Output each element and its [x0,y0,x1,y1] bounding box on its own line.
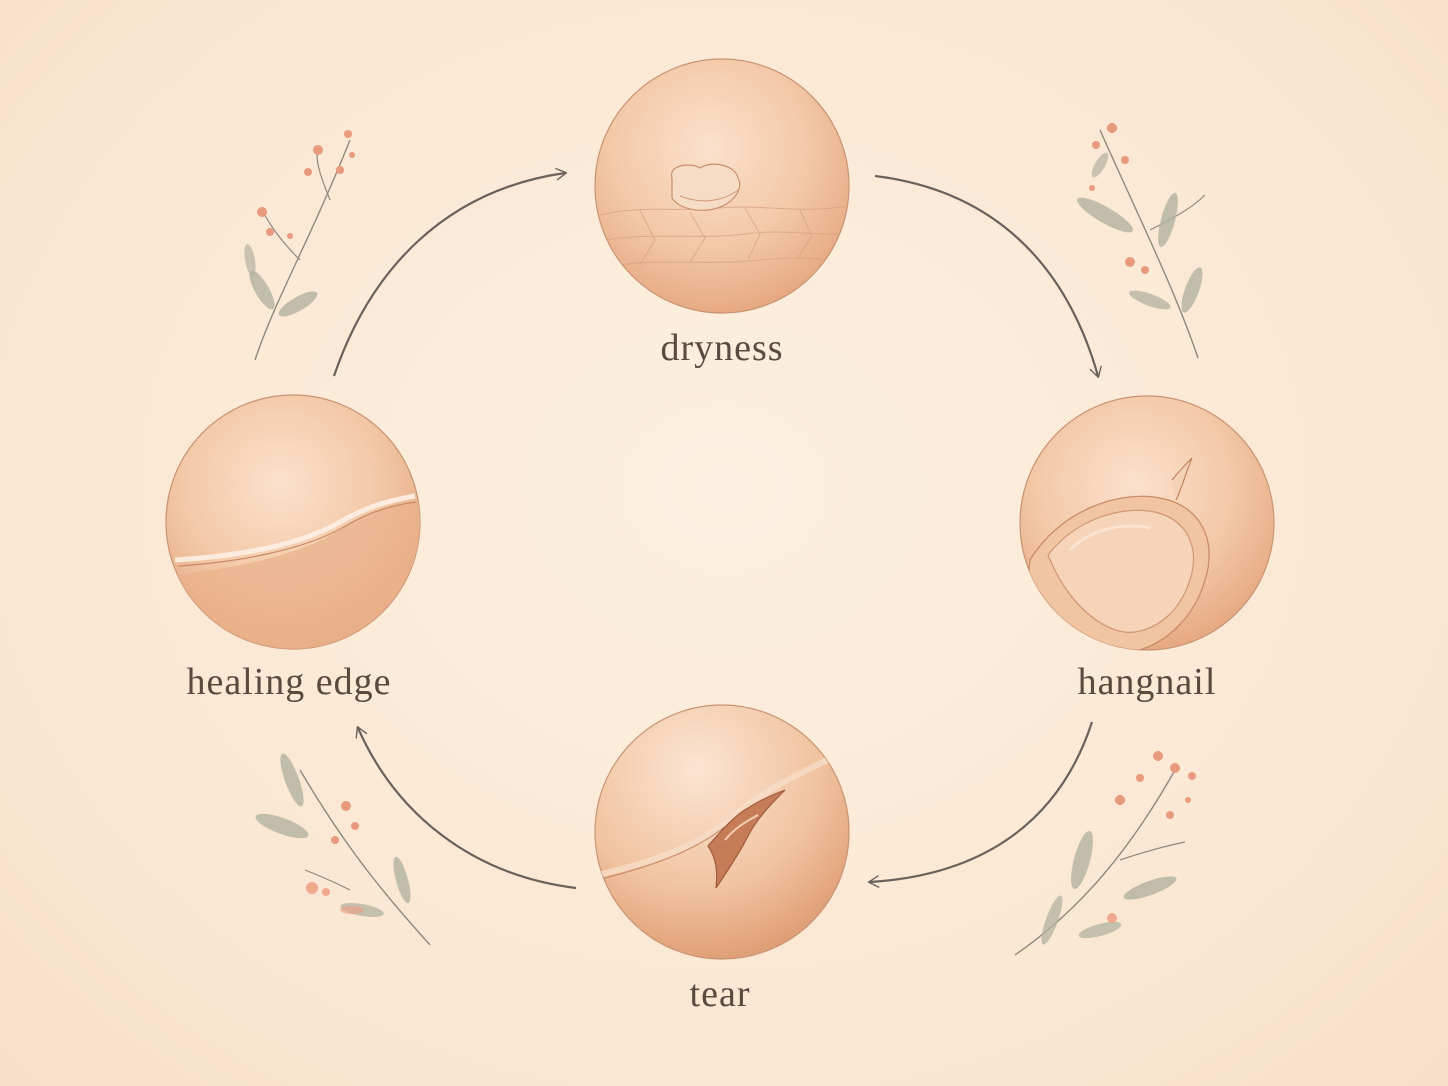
healing-edge-icon [177,501,417,567]
hangnail-icon [1171,457,1193,501]
healing-edge-illustration [165,394,421,650]
dryness-illustration [594,58,850,314]
arrow-tear-to-healing [355,726,577,890]
tear-illustration [594,704,850,960]
arrow-healing-to-dryness [332,167,568,377]
flower-sprig-bottom-right-icon [1014,751,1196,956]
flower-sprig-bottom-left-icon [255,753,431,946]
stage-label-hangnail: hangnail [1077,661,1217,703]
stage-label-dryness: dryness [660,327,784,369]
fingernail-icon [1047,509,1194,633]
skin-tear-icon [707,789,786,889]
flower-sprig-top-left-icon [244,130,355,361]
arrow-dryness-to-hangnail [874,174,1102,379]
arrow-hangnail-to-tear [867,721,1094,888]
hangnail-illustration [1019,395,1275,651]
flower-sprig-top-right-icon [1077,123,1206,359]
stage-label-healing-edge: healing edge [186,661,392,703]
stage-label-tear: tear [689,973,751,1015]
